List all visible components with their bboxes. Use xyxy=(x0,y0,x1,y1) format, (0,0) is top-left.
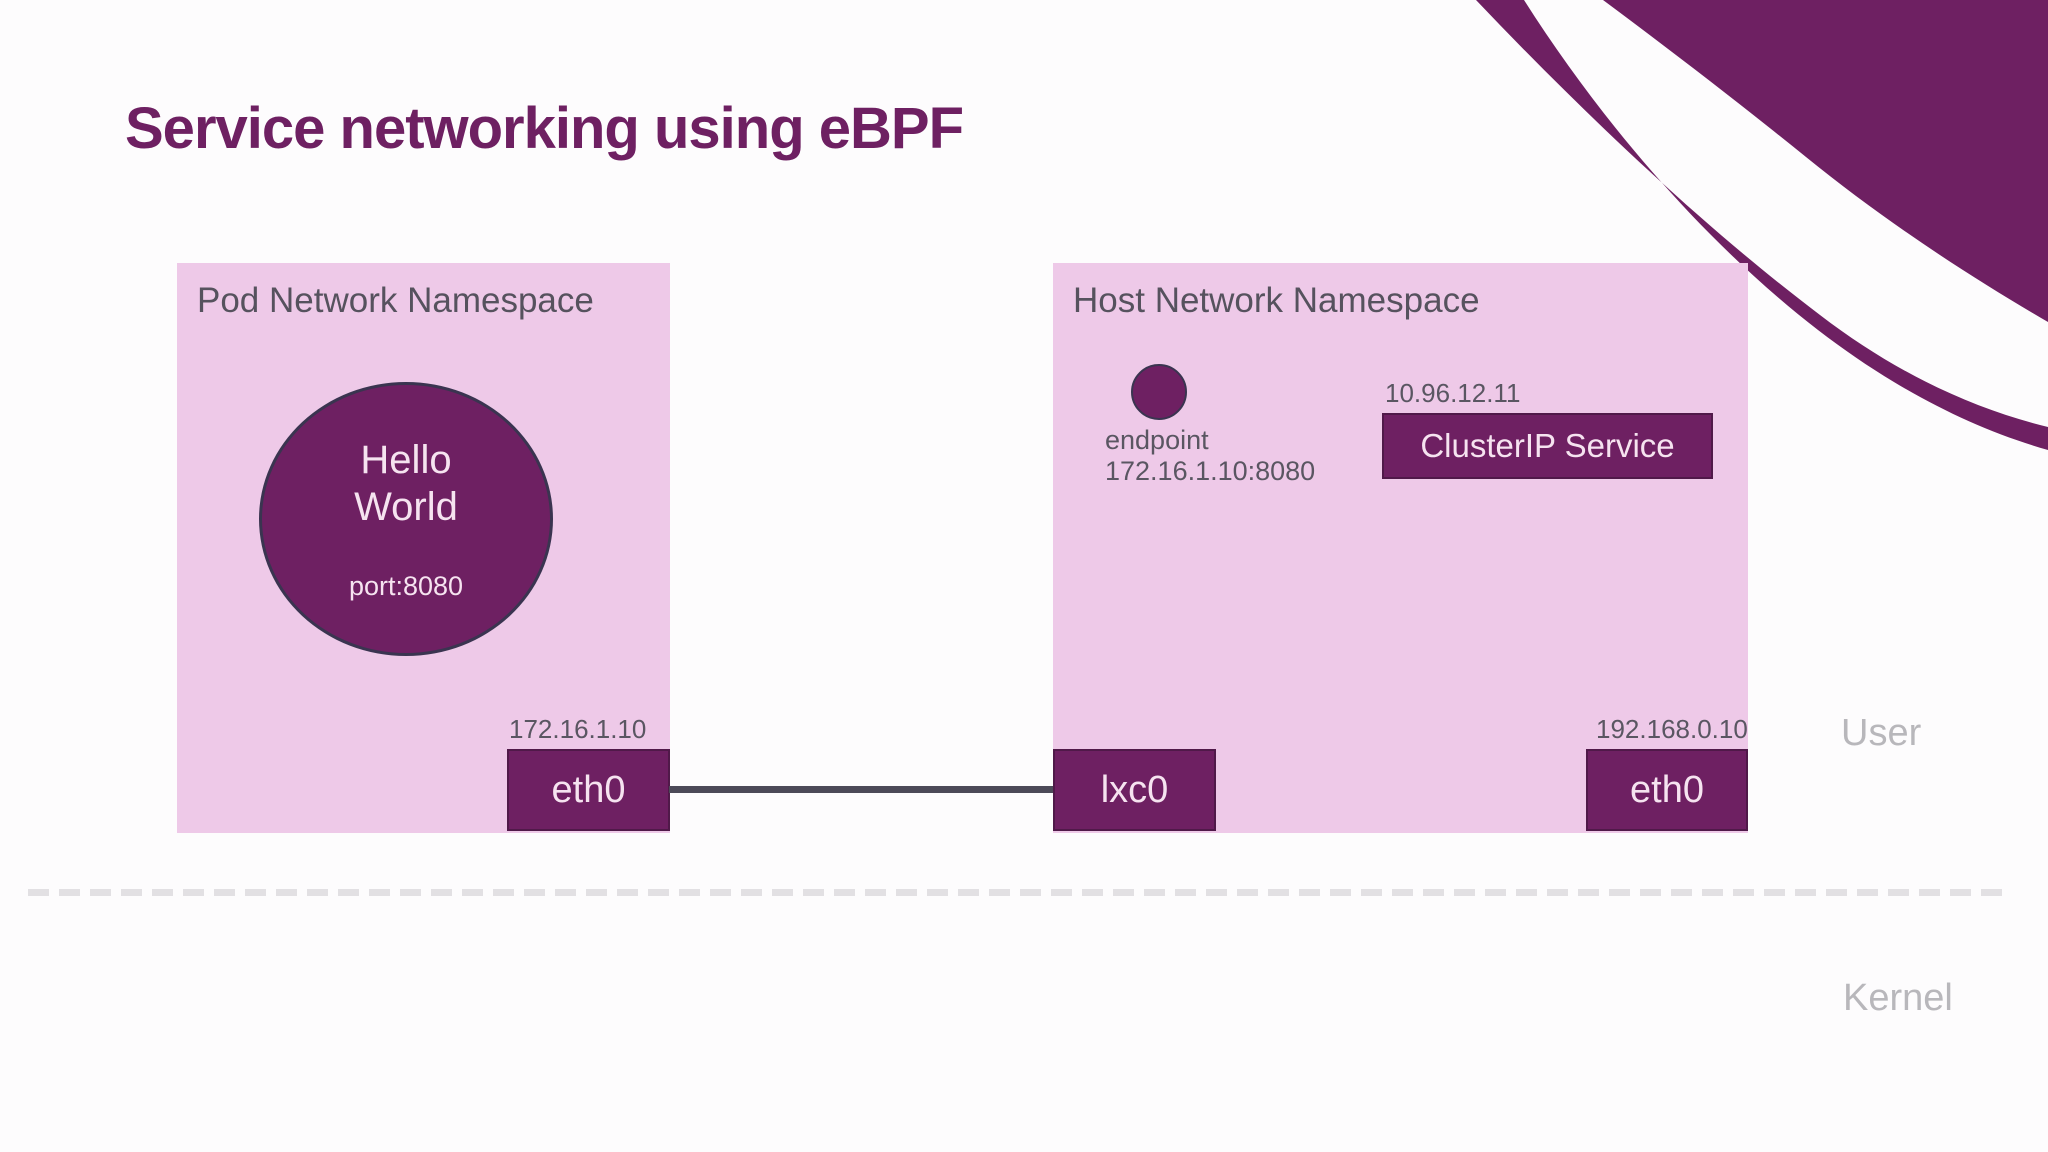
pod-namespace-label: Pod Network Namespace xyxy=(197,281,594,320)
endpoint-address: 172.16.1.10:8080 xyxy=(1105,456,1316,486)
slide-title: Service networking using eBPF xyxy=(125,96,964,161)
endpoint-dot xyxy=(1131,364,1187,420)
cluster-ip-service-box: ClusterIP Service xyxy=(1382,413,1713,479)
pod-network-namespace-panel: Pod Network Namespace Hello World port:8… xyxy=(177,263,670,833)
host-lxc0-interface-box: lxc0 xyxy=(1053,749,1216,831)
host-eth0-ip-label: 192.168.0.10 xyxy=(1596,714,1748,744)
pod-port-label: port:8080 xyxy=(348,571,464,601)
veth-connector-line xyxy=(669,786,1055,793)
endpoint-label: endpoint xyxy=(1105,425,1209,455)
host-eth0-interface-box: eth0 xyxy=(1586,749,1748,831)
pod-eth0-interface-box: eth0 xyxy=(507,749,670,831)
host-network-namespace-panel: Host Network Namespace xyxy=(1053,263,1748,833)
pod-name-line2: World xyxy=(354,485,458,529)
pod-circle: Hello World port:8080 xyxy=(259,382,553,656)
pod-name: Hello World xyxy=(262,437,550,531)
user-kernel-divider-line xyxy=(28,889,2010,896)
pod-name-line1: Hello xyxy=(360,438,452,482)
kernel-layer-label: Kernel xyxy=(1843,977,1953,1019)
pod-eth0-ip-label: 172.16.1.10 xyxy=(509,714,647,744)
host-namespace-label: Host Network Namespace xyxy=(1073,281,1480,320)
cluster-ip-service-ip-label: 10.96.12.11 xyxy=(1385,378,1521,408)
user-layer-label: User xyxy=(1841,712,1922,754)
endpoint-caption: endpoint 172.16.1.10:8080 xyxy=(1105,425,1315,487)
